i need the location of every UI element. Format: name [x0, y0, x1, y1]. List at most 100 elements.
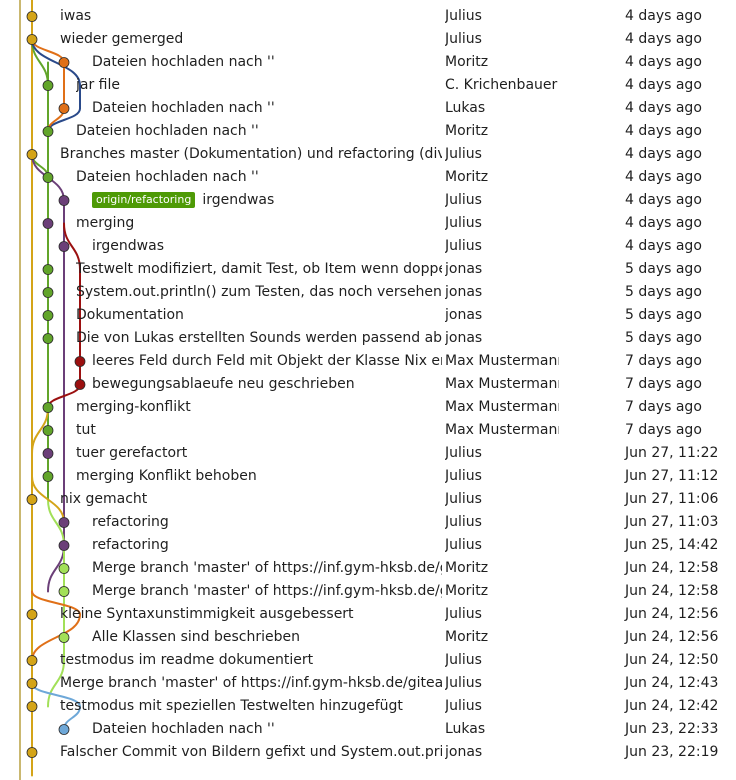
- commit-node[interactable]: [58, 540, 70, 551]
- commit-row[interactable]: Dateien hochladen nach ''Lukas Jun 23, 22…: [0, 718, 736, 741]
- commit-date: Jun 23, 22:33: [625, 721, 719, 737]
- commit-node[interactable]: [42, 80, 54, 91]
- commit-row[interactable]: Testwelt modifiziert, damit Test, ob Ite…: [0, 258, 736, 281]
- commit-node[interactable]: [74, 379, 86, 390]
- commit-node[interactable]: [42, 333, 54, 344]
- commit-date: 7 days ago: [625, 376, 702, 392]
- commit-message: refactoring: [92, 534, 442, 557]
- commit-message: Merge branch 'master' of https://inf.gym…: [92, 557, 442, 580]
- commit-node[interactable]: [58, 563, 70, 574]
- commit-row[interactable]: testmodus mit speziellen Testwelten hinz…: [0, 695, 736, 718]
- commit-node[interactable]: [42, 126, 54, 137]
- commit-message-text: Dateien hochladen nach '': [76, 123, 259, 139]
- commit-author: Julius: [445, 537, 482, 553]
- commit-row[interactable]: Branches master (Dokumentation) und refa…: [0, 143, 736, 166]
- commit-node[interactable]: [58, 241, 70, 252]
- commit-row[interactable]: Merge branch 'master' of https://inf.gym…: [0, 672, 736, 695]
- commit-node[interactable]: [26, 149, 38, 160]
- commit-node[interactable]: [42, 218, 54, 229]
- commit-node[interactable]: [42, 310, 54, 321]
- commit-node[interactable]: [42, 448, 54, 459]
- commit-message: wieder gemerged: [60, 28, 442, 51]
- commit-date: Jun 27, 11:06: [625, 491, 719, 507]
- commit-node[interactable]: [42, 287, 54, 298]
- commit-node[interactable]: [42, 402, 54, 413]
- commit-row[interactable]: leeres Feld durch Feld mit Objekt der Kl…: [0, 350, 736, 373]
- commit-date: 7 days ago: [625, 422, 702, 438]
- commit-author: Lukas: [445, 721, 486, 737]
- commit-node[interactable]: [42, 425, 54, 436]
- commit-node[interactable]: [26, 747, 38, 758]
- commit-message: tut: [76, 419, 442, 442]
- commit-node[interactable]: [26, 34, 38, 45]
- commit-row[interactable]: Falscher Commit von Bildern gefixt und S…: [0, 741, 736, 764]
- commit-message-text: testmodus mit speziellen Testwelten hinz…: [60, 698, 403, 714]
- commit-node[interactable]: [26, 655, 38, 666]
- commit-author: jonas: [445, 307, 483, 323]
- commit-row[interactable]: Merge branch 'master' of https://inf.gym…: [0, 557, 736, 580]
- commit-author: Julius: [445, 675, 482, 691]
- commit-node[interactable]: [58, 195, 70, 206]
- commit-node[interactable]: [58, 724, 70, 735]
- commit-date: 7 days ago: [625, 399, 702, 415]
- commit-node[interactable]: [42, 172, 54, 183]
- commit-node[interactable]: [58, 517, 70, 528]
- commit-row[interactable]: Merge branch 'master' of https://inf.gym…: [0, 580, 736, 603]
- commit-row[interactable]: TestweltenFilip4 days ago: [0, 0, 736, 5]
- commit-node[interactable]: [26, 11, 38, 22]
- commit-node[interactable]: [58, 632, 70, 643]
- commit-date: 4 days ago: [625, 0, 702, 5]
- commit-date: Jun 24, 12:56: [625, 629, 719, 645]
- commit-author: Julius: [445, 652, 482, 668]
- commit-message: Dateien hochladen nach '': [92, 718, 442, 741]
- commit-message: Dateien hochladen nach '': [92, 51, 442, 74]
- commit-node[interactable]: [42, 471, 54, 482]
- commit-node[interactable]: [42, 264, 54, 275]
- commit-node[interactable]: [58, 586, 70, 597]
- commit-row[interactable]: System.out.println() zum Testen, das noc…: [0, 281, 736, 304]
- commit-node[interactable]: [26, 701, 38, 712]
- commit-date: Jun 27, 11:03: [625, 514, 719, 530]
- commit-node[interactable]: [26, 609, 38, 620]
- commit-message-text: merging Konflikt behoben: [76, 468, 257, 484]
- commit-node[interactable]: [58, 57, 70, 68]
- commit-message-text: Dateien hochladen nach '': [92, 100, 275, 116]
- commit-message-text: merging-konflikt: [76, 399, 191, 415]
- commit-node[interactable]: [58, 103, 70, 114]
- branch-tag[interactable]: origin/refactoring: [92, 192, 196, 208]
- commit-message: System.out.println() zum Testen, das noc…: [76, 281, 442, 304]
- commit-node[interactable]: [74, 356, 86, 367]
- commit-date: Jun 24, 12:58: [625, 560, 719, 576]
- commit-node[interactable]: [26, 494, 38, 505]
- commit-date: 4 days ago: [625, 31, 702, 47]
- commit-node[interactable]: [26, 678, 38, 689]
- commit-date: 5 days ago: [625, 261, 702, 277]
- commit-message-text: Alle Klassen sind beschrieben: [92, 629, 300, 645]
- commit-message-text: nix gemacht: [60, 491, 148, 507]
- graph-edge: [31, 475, 65, 524]
- commit-author: Julius: [445, 215, 482, 231]
- commit-row[interactable]: Die von Lukas erstellten Sounds werden p…: [0, 327, 736, 350]
